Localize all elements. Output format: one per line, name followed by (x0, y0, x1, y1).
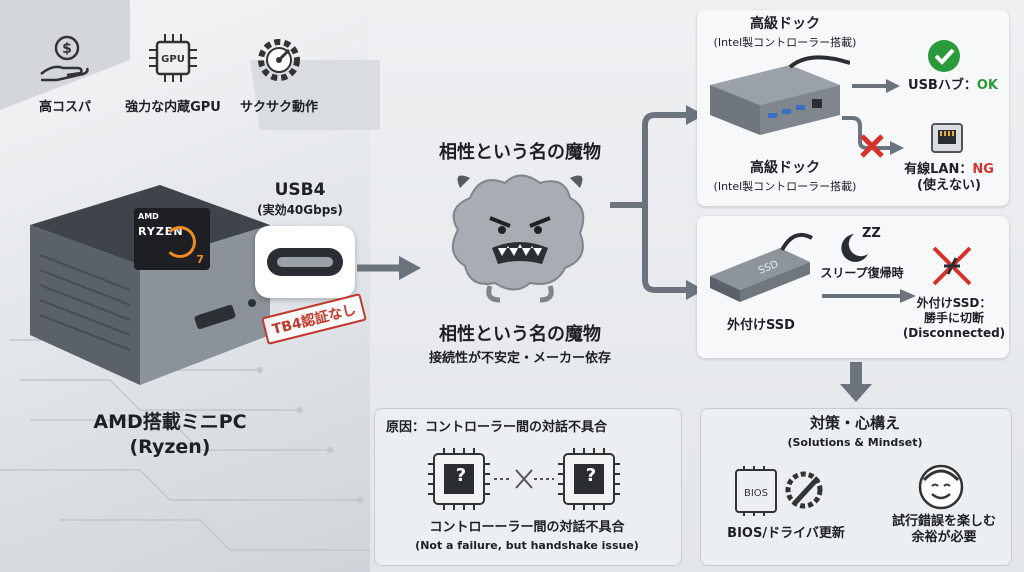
lan-sub: (使えない) (917, 178, 981, 194)
ssd-result: 外付けSSD： 勝手に切断 (Disconnected) (900, 296, 1008, 341)
feature-speed: サクサク動作 (224, 30, 334, 115)
cause-box (374, 408, 682, 566)
feature-label: 強力な内蔵GPU (125, 100, 221, 115)
feature-label: サクサク動作 (239, 100, 318, 115)
controller-chips-diagram (428, 448, 620, 510)
monster-illustration (451, 174, 585, 303)
pc-label-line1: AMD搭載ミニPC (93, 411, 247, 433)
usb-hub-status: USBハブ：OK (898, 78, 1008, 94)
feature-label: 高コスパ (38, 100, 91, 115)
lan-ng: NG (972, 162, 994, 177)
solutions-title: 対策・心構え (809, 414, 900, 432)
cause-line1: コントローーラー間の対話不具合 (429, 520, 625, 535)
mindset-label: 試行錯誤を楽しむ 余裕が必要 (882, 514, 1006, 547)
dock-caption: 高級ドック (750, 160, 820, 176)
mindset-line2: 余裕が必要 (911, 530, 977, 546)
ssd-result-line1: 外付けSSD： (916, 296, 992, 310)
cause-line2: (Not a failure, but handshake issue) (415, 539, 639, 552)
ryzen-brand: AMD (138, 212, 159, 221)
ssd-caption: 外付けSSD (727, 318, 795, 333)
cause-title: 原因：コントローラー間の対話不具合 (386, 420, 608, 435)
ryzen-tier: 7 (196, 253, 204, 266)
arrow-to-monster (357, 256, 421, 280)
solutions-subtitle: (Solutions & Mindset) (787, 436, 923, 449)
chip-question-right: ? (585, 465, 597, 486)
bios-label: BIOS/ドライバ更新 (727, 526, 845, 541)
dock-title-sub: (Intel製コントローラー搭載) (713, 36, 857, 49)
usbc-port-card (255, 226, 355, 298)
dock-title: 高級ドック (750, 16, 820, 32)
chip-question-left: ? (455, 465, 467, 486)
gpu-chip-icon: GPU (149, 34, 197, 82)
usb-hub-ok: OK (976, 78, 998, 93)
lan-status: 有線LAN：NG (使えない) (890, 162, 1008, 195)
sleep-label: スリープ復帰時 (820, 266, 904, 280)
moon-sleep-icon (841, 234, 868, 262)
ryzen-badge: AMD RYZEN 7 (134, 208, 210, 270)
ryzen-ring (164, 226, 196, 258)
lan-label: 有線LAN： (904, 162, 973, 177)
ssd-device-image: SSD (710, 233, 813, 302)
dock-device-image (710, 55, 850, 135)
bios-chip-text: BIOS (744, 488, 768, 499)
svg-text:$: $ (62, 41, 72, 57)
ethernet-port-icon (931, 123, 963, 153)
monster-subtitle: 接続性が不安定・メーカー依存 (428, 351, 611, 366)
usb4-subtitle: (実効40Gbps) (257, 203, 343, 217)
speed-gauge-icon (258, 39, 300, 81)
branch-arrows (610, 105, 704, 300)
usb-hub-label: USBハブ： (908, 78, 977, 93)
dock-caption-sub: (Intel製コントローラー搭載) (713, 180, 857, 193)
bios-tools-icon: BIOS (735, 466, 823, 516)
mindset-line1: 試行錯誤を楽しむ (891, 514, 996, 529)
usbc-port-icon (267, 248, 343, 276)
hand-coin-icon: $ (40, 35, 89, 82)
ssd-result-line3: (Disconnected) (902, 326, 1006, 340)
gpu-chip-text: GPU (161, 54, 185, 65)
usb4-title: USB4 (274, 180, 326, 200)
pc-label-line2: (Ryzen) (129, 435, 211, 458)
monster-title-top: 相性という名の魔物 (439, 142, 601, 163)
disconnect-icon (932, 246, 972, 286)
arrow-to-usb-ok (852, 79, 900, 93)
zz-text: ZZ (862, 226, 881, 241)
arrow-to-disconnect (822, 289, 916, 303)
feature-cost: $ 高コスパ (10, 30, 120, 115)
ssd-result-line2: 勝手に切断 (923, 311, 984, 325)
smiley-face-icon (918, 464, 964, 510)
feature-gpu: GPU 強力な内蔵GPU (118, 30, 228, 115)
arrow-to-lan (842, 116, 904, 155)
cross-icon (860, 134, 884, 158)
check-icon (928, 40, 960, 72)
pc-label: AMD搭載ミニPC (Ryzen) (40, 410, 300, 459)
arrow-to-solutions (840, 362, 872, 402)
monster-title-bottom: 相性という名の魔物 (439, 324, 601, 345)
